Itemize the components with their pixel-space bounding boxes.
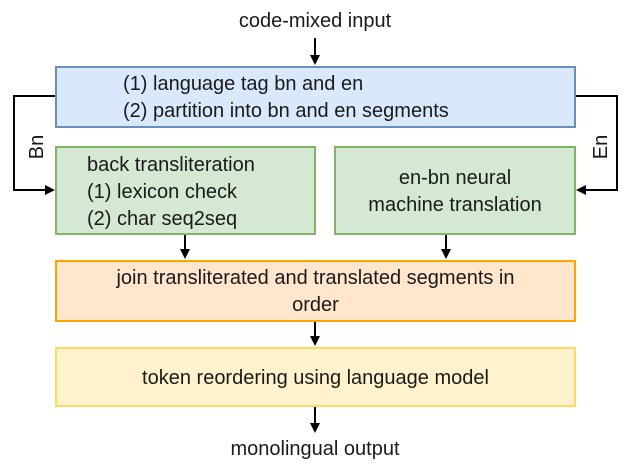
tagging-step-line2: (2) partition into bn and en segments — [123, 100, 449, 122]
char-seq2seq-step: (2) char seq2seq — [87, 208, 238, 230]
join-line2: order — [292, 294, 339, 316]
bn-branch-label: Bn — [26, 134, 48, 160]
output-label: monolingual output — [230, 438, 400, 460]
en-branch-label: En — [590, 134, 612, 160]
tagging-step-line1: (1) language tag bn and en — [123, 73, 364, 95]
lexicon-check-step: (1) lexicon check — [87, 181, 238, 203]
back-transliteration-box: back transliteration (1) lexicon check (… — [55, 146, 316, 235]
join-segments-box: join transliterated and translated segme… — [55, 260, 576, 322]
arrow-en-branch — [576, 95, 618, 195]
back-transliteration-title: back transliteration — [87, 154, 255, 176]
nmt-line1: en-bn neural — [398, 167, 512, 189]
tagging-partition-box: (1) language tag bn and en (2) partition… — [55, 66, 576, 128]
reorder-text: token reordering using language model — [142, 367, 489, 389]
token-reordering-box: token reordering using language model — [55, 347, 576, 407]
nmt-line2: machine translation — [368, 194, 542, 216]
arrow-bn-branch — [13, 95, 55, 195]
join-line1: join transliterated and translated segme… — [116, 267, 515, 289]
input-label: code-mixed input — [238, 10, 392, 32]
neural-translation-box: en-bn neural machine translation — [334, 146, 576, 235]
